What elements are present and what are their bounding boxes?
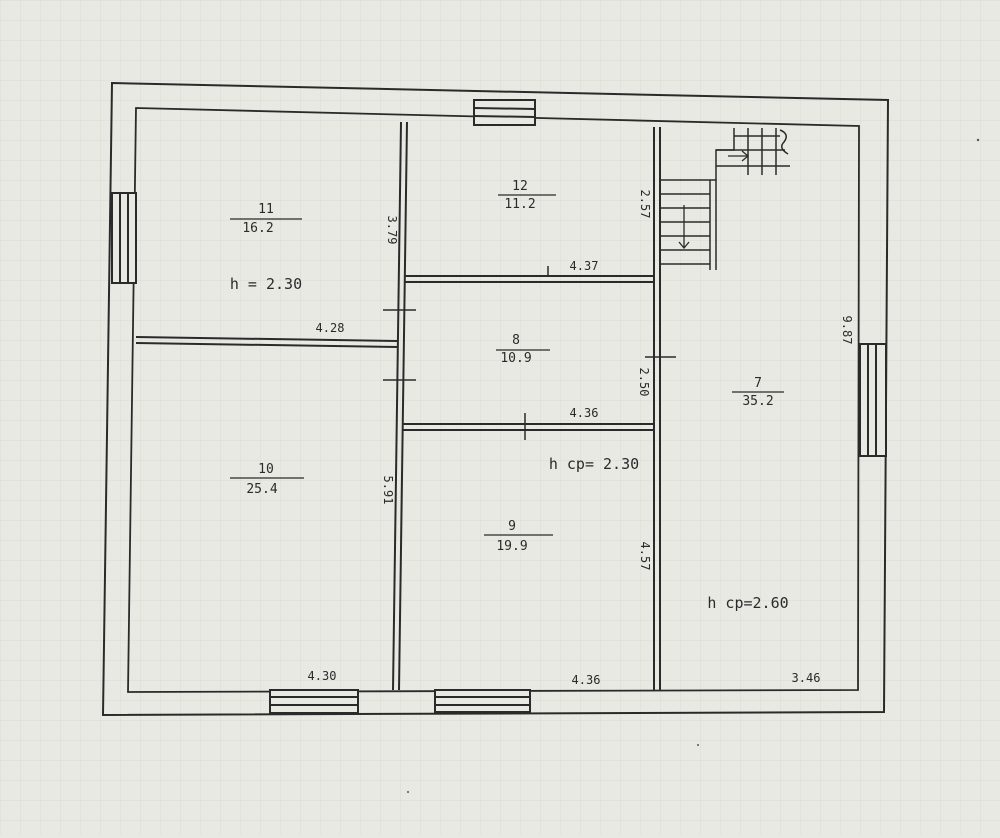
dim-room7-height: 9.87 (840, 316, 854, 345)
window-right (859, 343, 887, 457)
interior-walls (135, 121, 661, 691)
room-number-12: 12 (512, 179, 528, 194)
vertical-dimensions: 3.79 2.57 2.50 9.87 5.91 4.57 (381, 190, 854, 571)
room-area-11: 16.2 (242, 221, 273, 236)
horizontal-dimensions: 4.37 4.28 4.36 4.30 4.36 3.46 (308, 259, 821, 687)
room-label-bars (230, 194, 784, 536)
dim-room12-height: 2.57 (638, 190, 652, 219)
window-left (111, 192, 137, 284)
outer-wall-outline (101, 81, 890, 717)
dim-room12-width: 4.37 (570, 259, 599, 273)
room-number-8: 8 (512, 333, 520, 348)
inner-wall-outline (127, 107, 860, 693)
window-top (473, 99, 536, 126)
dim-room11-height: 3.79 (385, 216, 399, 245)
room-number-9: 9 (508, 519, 516, 534)
dim-room11-width: 4.28 (316, 321, 345, 335)
door-marks (383, 266, 676, 440)
room-number-10: 10 (258, 462, 274, 477)
room-area-7: 35.2 (742, 394, 773, 409)
room-area-12: 11.2 (504, 197, 535, 212)
dim-room10-height: 5.91 (381, 476, 395, 505)
room-number-7: 7 (754, 376, 762, 391)
stair-arrows (678, 150, 750, 250)
paper-specks (407, 138, 980, 793)
window-bottom-mid (434, 689, 531, 713)
room-area-9: 19.9 (496, 539, 527, 554)
dim-room9-height: 4.57 (638, 542, 652, 571)
dim-room8-height: 2.50 (637, 368, 651, 397)
dim-room7-width: 3.46 (792, 671, 821, 685)
room-labels: 11 16.2 12 11.2 8 10.9 10 25.4 9 19.9 7 … (242, 179, 773, 554)
height-middle-rooms: h ср= 2.30 (549, 455, 639, 473)
dim-room9-width: 4.36 (572, 673, 601, 687)
room-area-10: 25.4 (246, 482, 277, 497)
staircase (660, 128, 790, 270)
room-area-8: 10.9 (500, 351, 531, 366)
ceiling-heights: h = 2.30 h ср= 2.30 h ср=2.60 (230, 275, 789, 612)
height-room7: h ср=2.60 (707, 594, 788, 612)
dim-room8-width: 4.36 (570, 406, 599, 420)
height-left-rooms: h = 2.30 (230, 275, 302, 293)
window-bottom-left (269, 689, 359, 714)
room-number-11: 11 (258, 202, 274, 217)
dim-room10-width: 4.30 (308, 669, 337, 683)
